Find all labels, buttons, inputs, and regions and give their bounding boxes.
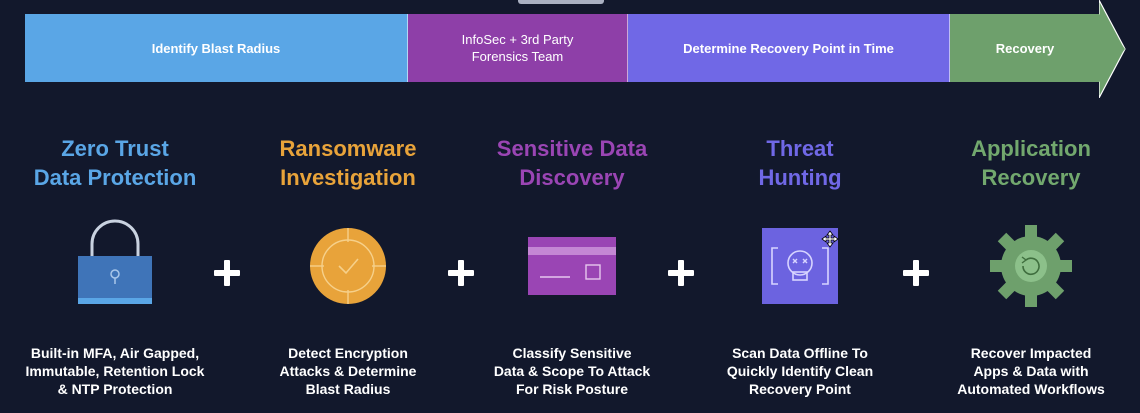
column-title: Application Recovery bbox=[971, 136, 1091, 190]
timeline-segment-identify-blast-radius: Identify Blast Radius bbox=[25, 14, 408, 82]
column-title: Sensitive Data Discovery bbox=[496, 136, 648, 190]
timeline-segment-forensics-team: InfoSec + 3rd Party Forensics Team bbox=[408, 14, 628, 82]
column-zero-trust: Zero Trust Data Protection Built-in MFA,… bbox=[0, 134, 230, 397]
target-check-icon bbox=[233, 206, 463, 326]
credit-card-icon bbox=[457, 206, 687, 326]
plus-icon bbox=[666, 258, 696, 288]
column-threat-hunting: Threat Hunting Scan Data Offline To Quic… bbox=[685, 134, 915, 397]
timeline-segment-forensics-label: InfoSec + 3rd Party Forensics Team bbox=[461, 32, 574, 64]
column-description: Built-in MFA, Air Gapped, Immutable, Ret… bbox=[25, 345, 205, 397]
timeline-arrow: Identify Blast Radius InfoSec + 3rd Part… bbox=[0, 0, 1140, 100]
padlock-icon bbox=[0, 206, 230, 326]
column-description: Recover Impacted Apps & Data with Automa… bbox=[957, 345, 1105, 397]
column-description: Detect Encryption Attacks & Determine Bl… bbox=[279, 345, 417, 397]
timeline-segment-recovery-point: Determine Recovery Point in Time bbox=[628, 14, 950, 82]
column-description: Classify Sensitive Data & Scope To Attac… bbox=[493, 345, 651, 397]
timeline-segment-recovery: Recovery bbox=[950, 14, 1100, 82]
timeline-arrowhead-icon bbox=[1099, 0, 1126, 98]
plus-icon bbox=[901, 258, 931, 288]
column-title: Zero Trust Data Protection bbox=[33, 136, 197, 190]
top-edge-mark bbox=[518, 0, 604, 4]
plus-icon bbox=[212, 258, 242, 288]
skull-scan-icon bbox=[685, 206, 915, 326]
column-sensitive-data-discovery: Sensitive Data Discovery Classify Sensit… bbox=[457, 134, 687, 397]
column-description: Scan Data Offline To Quickly Identify Cl… bbox=[726, 345, 874, 397]
gear-refresh-icon bbox=[916, 206, 1140, 326]
move-cursor-icon bbox=[821, 230, 839, 248]
column-title: Threat Hunting bbox=[758, 136, 842, 190]
column-application-recovery: Application Recovery Recover bbox=[916, 134, 1140, 397]
column-ransomware-investigation: Ransomware Investigation Detect Encrypti… bbox=[233, 134, 463, 397]
plus-icon bbox=[446, 258, 476, 288]
column-title: Ransomware Investigation bbox=[279, 136, 417, 190]
